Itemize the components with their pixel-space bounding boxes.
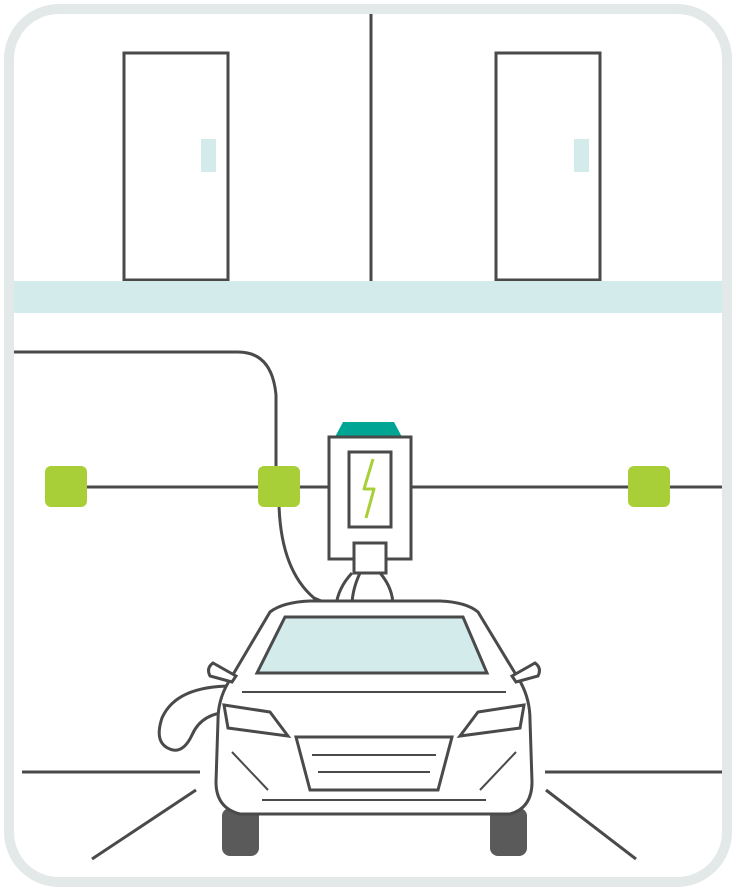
electric-car xyxy=(209,601,540,856)
parking-line-right-diag xyxy=(546,790,636,859)
junction-box-left xyxy=(45,466,87,507)
parking-line-left-diag xyxy=(92,790,196,859)
car-grille xyxy=(296,737,452,790)
car-mirror-left xyxy=(209,663,236,682)
door-right-window xyxy=(574,139,589,172)
door-right xyxy=(496,53,600,280)
ev-charger xyxy=(329,422,411,573)
charger-top-cap xyxy=(335,422,402,437)
junction-box-center xyxy=(258,466,300,507)
wall-floor-band xyxy=(14,281,736,313)
car-windshield xyxy=(257,617,487,673)
door-left xyxy=(124,53,228,280)
power-cable xyxy=(14,352,276,478)
charger-plug-holder xyxy=(354,543,386,573)
car-mirror-right xyxy=(512,663,539,682)
junction-box-right xyxy=(628,466,670,507)
door-left-window xyxy=(201,139,216,172)
